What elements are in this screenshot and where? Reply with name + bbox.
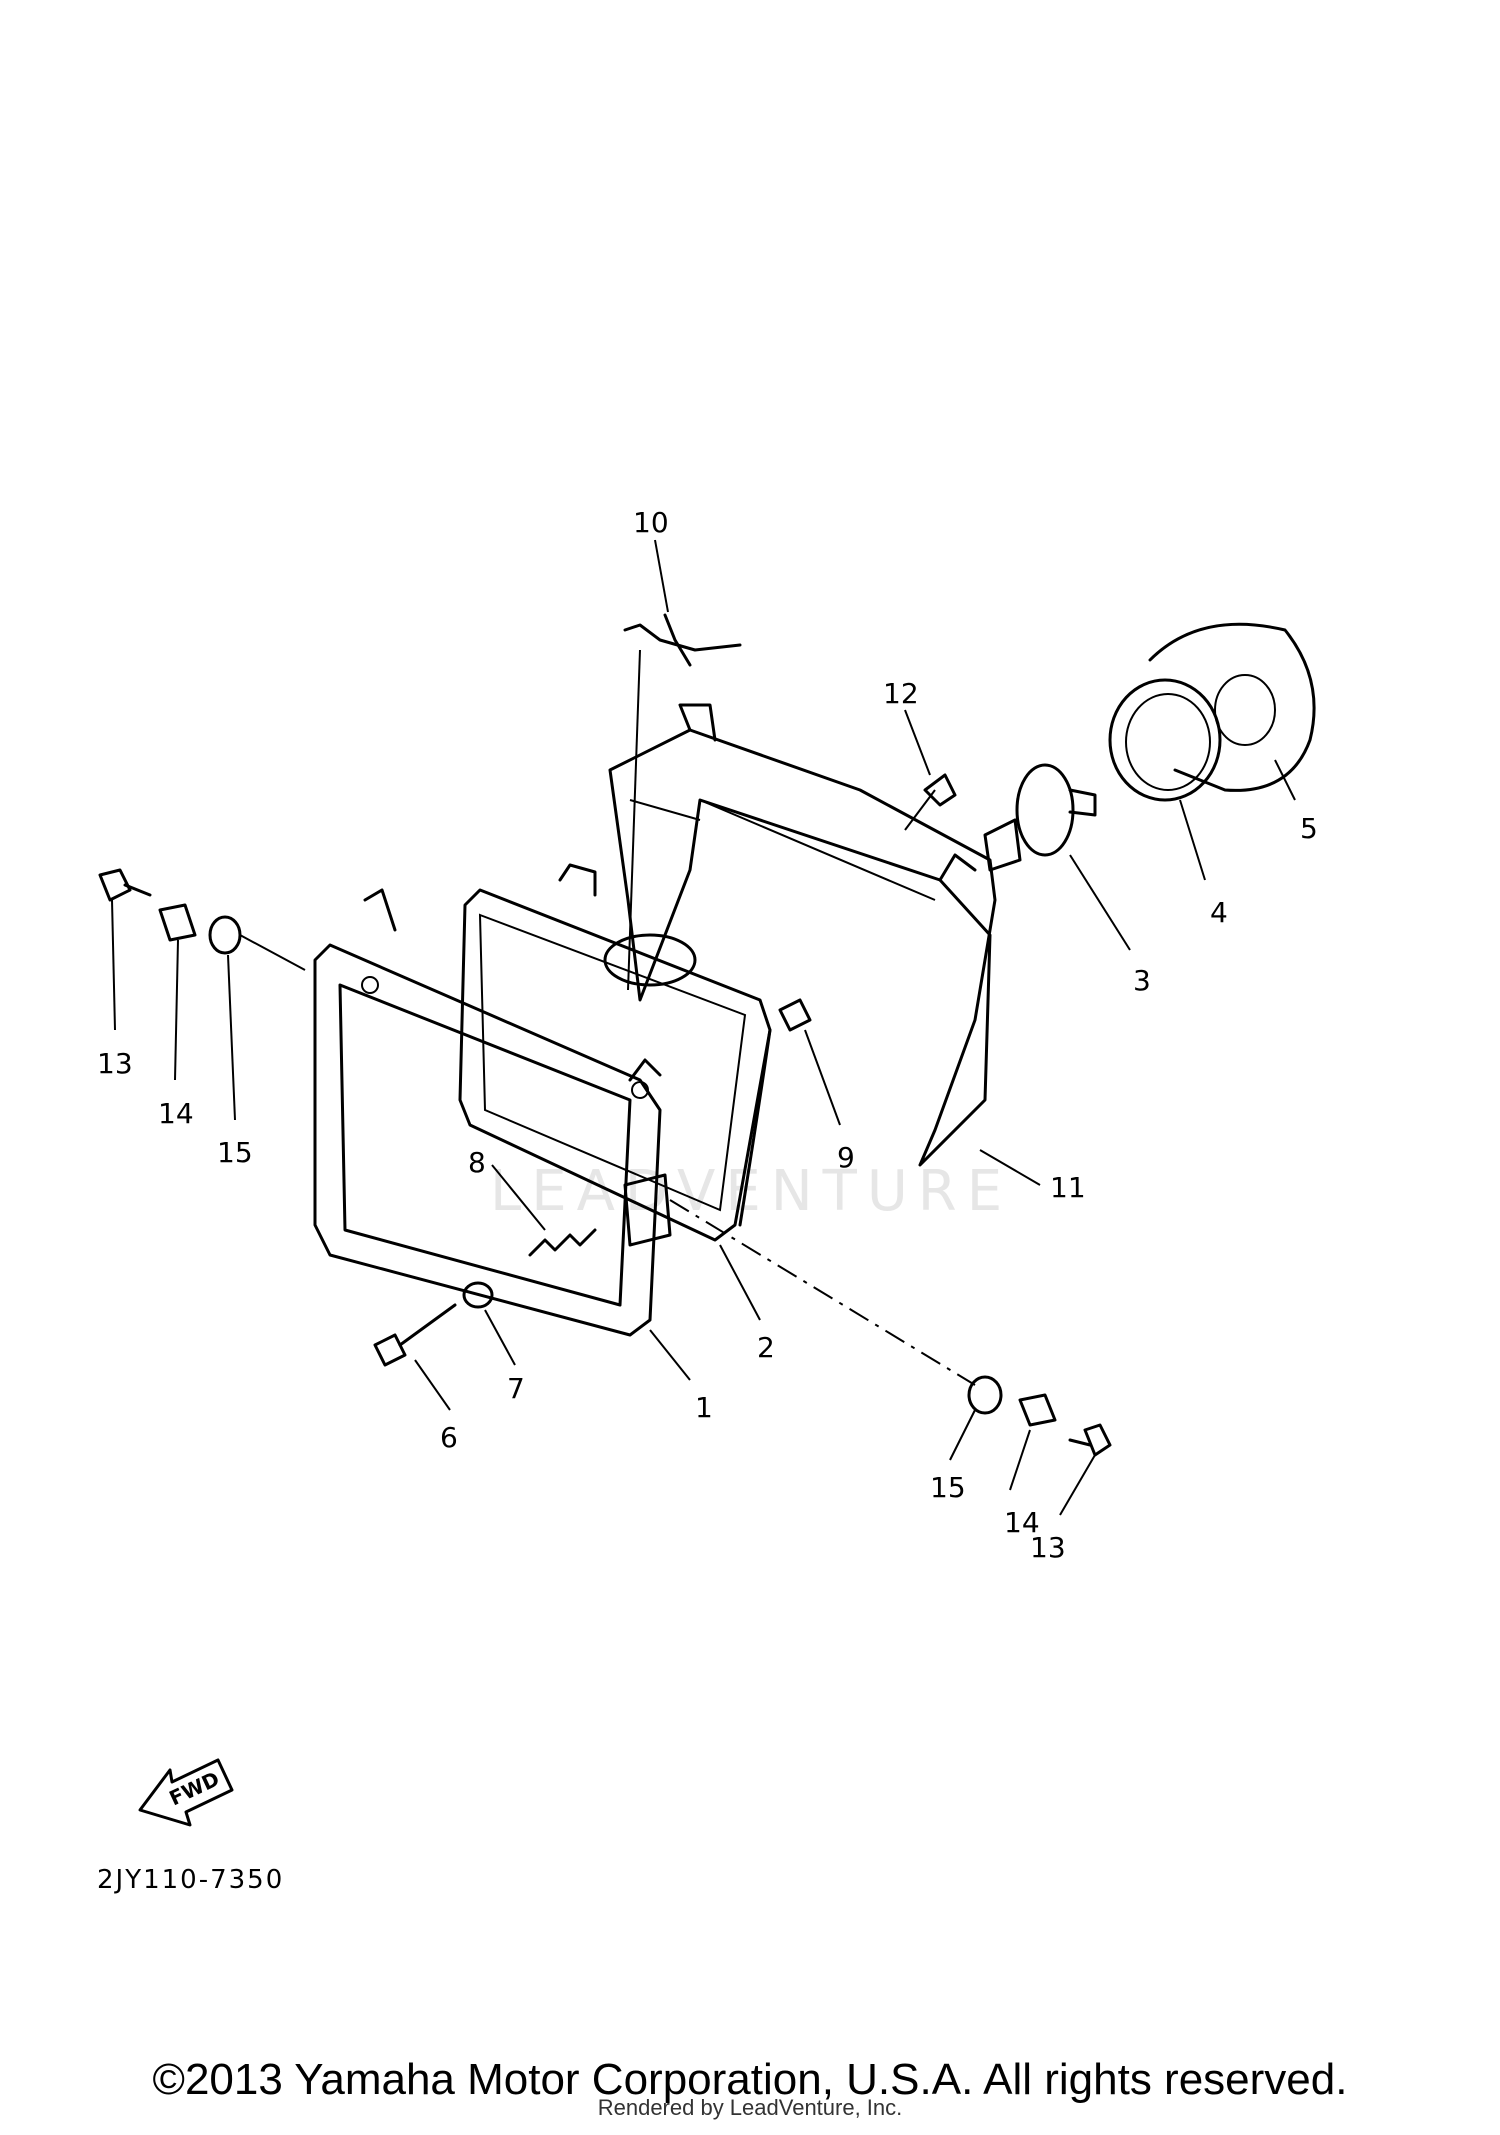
callout-13-left: 13 (97, 1047, 133, 1080)
fwd-arrow-icon: FWD (138, 1758, 234, 1827)
headlight-rim (313, 888, 672, 1337)
callout-15-left: 15 (217, 1136, 253, 1169)
dust-cover (1148, 622, 1316, 792)
adjusting-spring (528, 1228, 597, 1257)
callout-13-right: 13 (1030, 1531, 1066, 1564)
left-fasteners (98, 868, 306, 971)
watermark-text: LEADVENTURE (490, 1159, 1012, 1224)
callout-7: 7 (507, 1372, 525, 1405)
callout-14-right: 14 (1004, 1506, 1040, 1539)
headlight-housing (608, 703, 997, 1167)
callout-6: 6 (440, 1421, 458, 1454)
headlight-lens-unit (458, 863, 772, 1242)
callout-4: 4 (1210, 896, 1228, 929)
leader-lines (111, 539, 1296, 1516)
callout-14-left: 14 (158, 1097, 194, 1130)
callout-1: 1 (695, 1391, 713, 1424)
callout-11: 11 (1050, 1171, 1086, 1204)
callout-numbers: 10 12 5 4 3 13 14 15 9 11 8 2 7 1 6 15 1… (97, 506, 1318, 1564)
callout-15-right: 15 (930, 1471, 966, 1504)
headlight-bulb (983, 763, 1097, 872)
nut-clip (778, 998, 812, 1032)
callout-2: 2 (757, 1331, 775, 1364)
callout-12: 12 (883, 677, 919, 710)
fwd-label: FWD (165, 1767, 223, 1811)
right-fasteners (669, 1199, 1112, 1457)
adjusting-screw (373, 1281, 494, 1367)
grommet (904, 773, 957, 831)
diagram-code: 2JY110-7350 (97, 1865, 285, 1895)
rendered-by-notice: Rendered by LeadVenture, Inc. (597, 2095, 903, 2120)
socket-ring (1108, 678, 1222, 802)
callout-9: 9 (837, 1141, 855, 1174)
copyright-notice: ©2013 Yamaha Motor Corporation, U.S.A. A… (152, 2055, 1348, 2104)
callout-5: 5 (1300, 812, 1318, 845)
callout-3: 3 (1133, 964, 1151, 997)
wire-clip (623, 613, 742, 991)
callout-8: 8 (468, 1146, 486, 1179)
callout-10: 10 (633, 506, 669, 539)
